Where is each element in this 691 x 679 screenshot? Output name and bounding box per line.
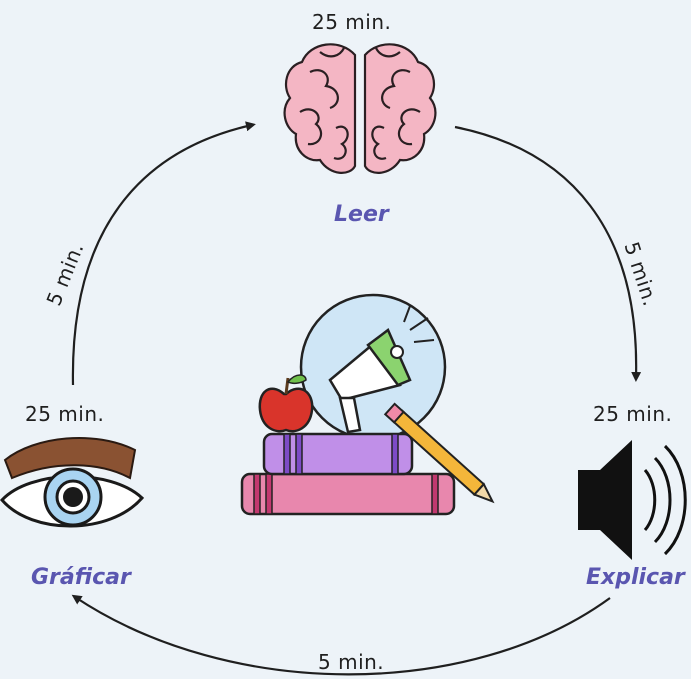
left-time: 25 min. [25, 402, 104, 426]
arrow-left-to-top [73, 125, 252, 385]
arrow-top-to-right [455, 127, 636, 378]
label-leer: Leer [334, 202, 389, 227]
top-time: 25 min. [312, 10, 391, 34]
brain-icon [285, 44, 436, 173]
transition-bottom: 5 min. [318, 650, 384, 674]
speaker-icon [578, 440, 685, 560]
eye-icon [2, 438, 142, 526]
books-apple-megaphone-icon [242, 295, 497, 514]
label-explicar: Explicar [586, 565, 685, 590]
right-time: 25 min. [593, 402, 672, 426]
label-graficar: Gráficar [31, 565, 131, 590]
